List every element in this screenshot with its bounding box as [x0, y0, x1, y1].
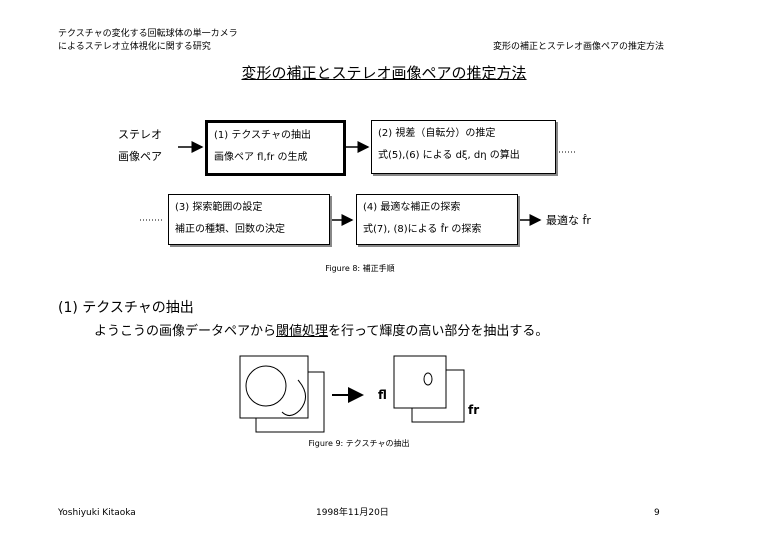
fr-label: fr: [468, 403, 480, 417]
step2-desc: 式(5),(6) による dξ, dη の算出: [378, 150, 520, 161]
step3-title: (3) 探索範囲の設定: [175, 202, 263, 213]
footer-date: 1998年11月20日: [316, 508, 389, 518]
header-left-line1: テクスチャの変化する回転球体の単一カメラ: [58, 29, 238, 39]
step1-title: (1) テクスチャの抽出: [214, 130, 311, 141]
header-left-line2: によるステレオ立体視化に関する研究: [58, 42, 211, 52]
step4-title: (4) 最適な補正の探索: [363, 202, 461, 213]
figure9-caption: Figure 9: テクスチャの抽出: [308, 439, 410, 448]
section-heading: (1) テクスチャの抽出: [58, 300, 194, 316]
header-right: 変形の補正とステレオ画像ペアの推定方法: [492, 42, 664, 52]
page-title: 変形の補正とステレオ画像ペアの推定方法: [241, 64, 527, 82]
step3-box: (3) 探索範囲の設定 補正の種類、回数の決定: [168, 194, 330, 245]
figure8-caption: Figure 8: 補正手順: [325, 264, 395, 273]
input-label-line1: ステレオ: [118, 128, 162, 141]
output-label: 最適な f̂r: [546, 214, 591, 227]
input-label-line2: 画像ペア: [118, 150, 162, 163]
step1-desc: 画像ペア fl,fr の生成: [214, 152, 308, 163]
step2-box: (2) 視差（自転分）の推定 式(5),(6) による dξ, dη の算出: [371, 120, 556, 174]
step4-box: (4) 最適な補正の探索 式(7), (8)による f̂r の探索: [356, 194, 518, 245]
step3-desc: 補正の種類、回数の決定: [175, 224, 285, 235]
footer-author: Yoshiyuki Kitaoka: [58, 508, 136, 518]
fl-label: fl: [378, 388, 387, 402]
step4-desc: 式(7), (8)による f̂r の探索: [363, 224, 482, 235]
step2-title: (2) 視差（自転分）の推定: [378, 128, 496, 139]
fl-image: [393, 355, 447, 409]
step1-box: (1) テクスチャの抽出 画像ペア fl,fr の生成: [205, 120, 346, 176]
source-image-pair: [239, 355, 325, 433]
footer-page-number: 9: [654, 508, 660, 518]
section-body: ようこうの画像データペアから閾値処理を行って輝度の高い部分を抽出する。: [94, 324, 549, 339]
